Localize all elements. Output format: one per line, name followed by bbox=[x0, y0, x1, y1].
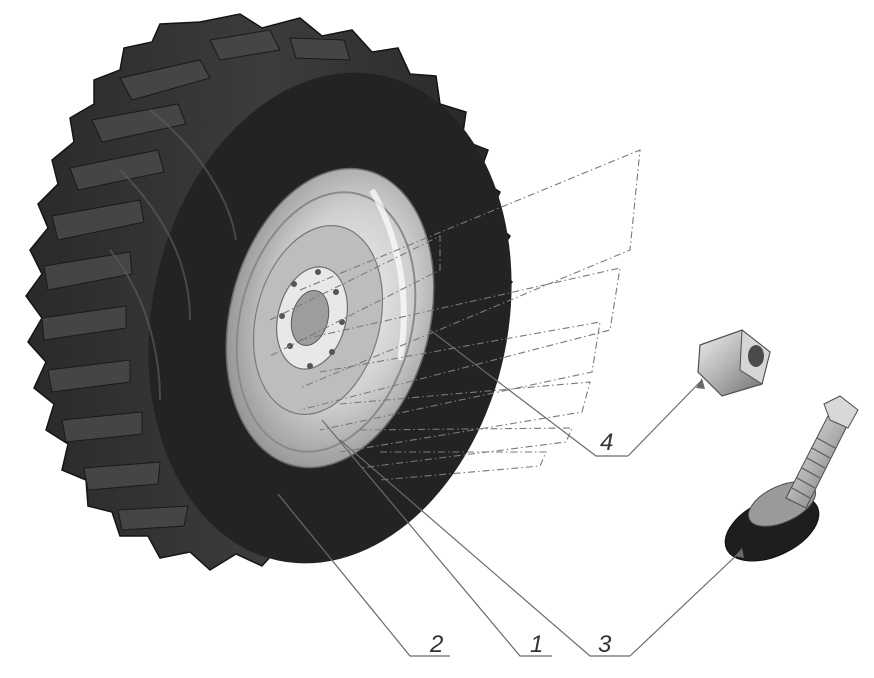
nut-bore bbox=[748, 345, 764, 367]
callout-4: 4 bbox=[600, 429, 613, 456]
wheel-nut bbox=[697, 329, 771, 397]
leader-lines bbox=[277, 329, 744, 657]
tire bbox=[25, 13, 513, 571]
valve-stem bbox=[785, 411, 849, 509]
rim-bolt-holes bbox=[279, 269, 345, 369]
tire-tread bbox=[41, 29, 351, 531]
valve-cap bbox=[823, 395, 859, 429]
callout-2: 2 bbox=[429, 631, 443, 658]
callout-1: 1 bbox=[530, 631, 543, 658]
rim-reflection bbox=[369, 188, 407, 361]
callout-3: 3 bbox=[598, 631, 612, 658]
tire-valve bbox=[724, 395, 859, 562]
valve-threads bbox=[791, 437, 836, 499]
rim-center-bore bbox=[290, 289, 330, 347]
tire-highlights bbox=[109, 109, 237, 401]
